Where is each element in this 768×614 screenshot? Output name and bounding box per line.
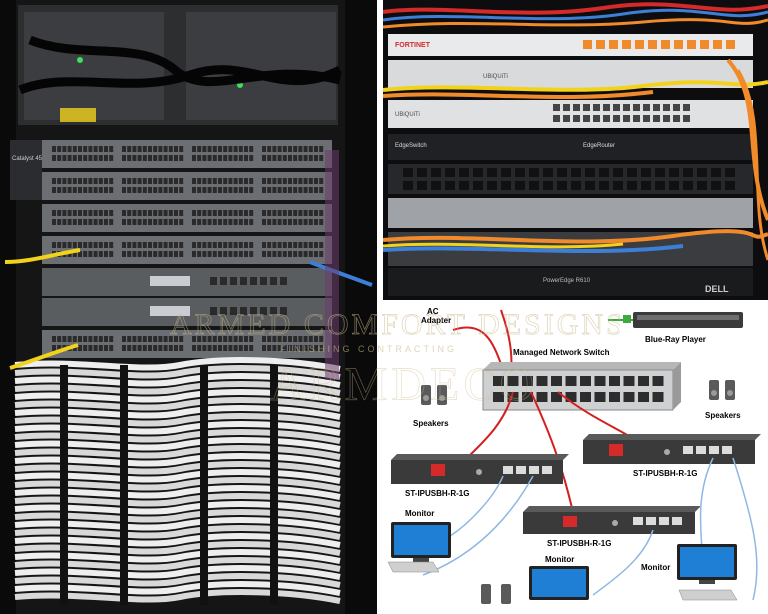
- monitor-left: Monitor: [387, 509, 451, 573]
- receiver-unit-right: ST-IPUSBH-R-1G: [583, 434, 761, 478]
- line-card: [42, 330, 332, 358]
- edgerouter-brand: EdgeRouter: [583, 143, 615, 149]
- chassis-label: Catalyst 4510R+E: [12, 156, 61, 162]
- velcro-tie: [60, 365, 68, 605]
- receiver-unit-bottom: ST-IPUSBH-R-1G: [523, 506, 701, 548]
- rack-photo-right: FORTINET UBiQUiTi UBiQUiTi EdgeSwitch Ed…: [383, 0, 768, 300]
- ubiquiti-brand-2: UBiQUiTi: [395, 112, 420, 118]
- speakers-left: Speakers: [413, 385, 449, 428]
- unit-bottom-label: ST-IPUSBH-R-1G: [547, 539, 611, 548]
- monitor-right-label: Monitor: [641, 563, 670, 572]
- unit-left-label: ST-IPUSBH-R-1G: [405, 489, 469, 498]
- line-card: [42, 236, 332, 264]
- line-card: [42, 172, 332, 200]
- line-cards: [42, 140, 332, 358]
- velcro-tie: [200, 365, 208, 605]
- monitor-left-label: Monitor: [405, 509, 434, 518]
- rack-photo-left: Catalyst 4510R+E: [0, 0, 377, 614]
- monitor-middle-label: Monitor: [545, 555, 574, 564]
- unit-right-label: ST-IPUSBH-R-1G: [633, 469, 697, 478]
- speakers-left-label: Speakers: [413, 419, 449, 428]
- monitor-right: Monitor: [641, 544, 738, 601]
- managed-switch-label: Managed Network Switch: [513, 348, 610, 357]
- poweredge-brand: PowerEdge R610: [543, 278, 591, 284]
- dell-brand: DELL: [705, 284, 729, 294]
- velcro-tie: [120, 365, 128, 605]
- blu-ray-player: Blue-Ray Player: [633, 312, 743, 344]
- line-card: [42, 204, 332, 232]
- patch-cable-bundles: [14, 357, 341, 605]
- speakers-right: Speakers: [705, 380, 741, 420]
- receiver-unit-left: ST-IPUSBH-R-1G: [391, 454, 569, 498]
- line-card: [42, 140, 332, 168]
- monitor-middle: Monitor: [529, 555, 589, 600]
- velcro-tie: [270, 365, 278, 605]
- speakers-right-label: Speakers: [705, 411, 741, 420]
- blu-ray-label: Blue-Ray Player: [645, 335, 706, 344]
- managed-switch: [482, 362, 681, 411]
- edgeswitch-brand: EdgeSwitch: [395, 143, 427, 149]
- ubiquiti-brand-1: UBiQUiTi: [483, 74, 508, 80]
- fortinet-brand: FORTINET: [395, 42, 431, 49]
